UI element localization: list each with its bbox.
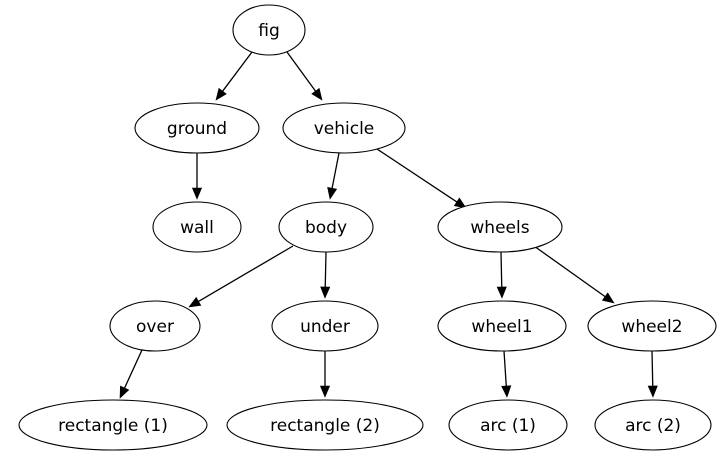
node-label: wall [180, 218, 214, 238]
node-label: wheel1 [471, 317, 532, 337]
node-ellipse[interactable] [134, 102, 260, 154]
node-label: over [136, 317, 174, 337]
node-ellipse[interactable] [437, 300, 567, 352]
edge-vehicle-to-wheels [373, 146, 467, 209]
node-label: arc (2) [625, 416, 681, 436]
node-label: wheel2 [621, 317, 682, 337]
graph-node-fig[interactable]: fig [232, 4, 306, 56]
node-ellipse[interactable] [226, 399, 424, 451]
edge-line [196, 245, 294, 304]
graph-node-wall[interactable]: wall [152, 201, 242, 253]
node-label: body [305, 218, 347, 238]
edge-line [500, 251, 503, 290]
edge-fig-to-vehicle [286, 51, 323, 101]
arrowhead-icon [453, 197, 467, 209]
edge-wheels-to-wheel2 [533, 245, 615, 304]
edges-layer [119, 51, 658, 399]
arrowhead-icon [188, 296, 202, 308]
arrowhead-icon [319, 385, 331, 398]
node-ellipse[interactable] [282, 102, 406, 154]
edge-line [220, 51, 253, 94]
node-ellipse[interactable] [587, 300, 717, 352]
nodes-layer: fig ground vehicle wall body wheels over under w… [18, 4, 717, 451]
node-label: fig [258, 21, 280, 41]
node-label: wheels [470, 218, 529, 238]
edge-fig-to-ground [215, 51, 253, 101]
arrowhead-icon [119, 385, 130, 399]
node-ellipse[interactable] [152, 201, 242, 253]
node-label: rectangle (2) [270, 416, 380, 436]
graph-node-body[interactable]: body [278, 201, 374, 253]
edge-body-to-under [320, 251, 331, 299]
edge-ground-to-wall [191, 153, 203, 200]
arrowhead-icon [311, 87, 323, 101]
arrowhead-icon [501, 385, 512, 398]
edge-line [324, 251, 327, 290]
edge-line [533, 245, 608, 299]
node-ellipse[interactable] [232, 4, 306, 56]
arrowhead-icon [191, 187, 203, 200]
node-ellipse[interactable] [594, 399, 712, 451]
edge-body-to-over [188, 245, 294, 308]
edge-wheels-to-wheel1 [496, 251, 507, 299]
arrowhead-icon [327, 186, 338, 200]
node-ellipse[interactable] [271, 300, 379, 352]
graph-node-rectangle1[interactable]: rectangle (1) [18, 399, 208, 451]
arrowhead-icon [496, 286, 507, 299]
node-ellipse[interactable] [437, 201, 563, 253]
graph-node-arc1[interactable]: arc (1) [448, 399, 568, 451]
graph-node-wheel2[interactable]: wheel2 [587, 300, 717, 352]
edge-line [286, 51, 318, 94]
node-ellipse[interactable] [18, 399, 208, 451]
node-ellipse[interactable] [109, 300, 201, 352]
graph-node-wheel1[interactable]: wheel1 [437, 300, 567, 352]
edge-line [373, 146, 459, 204]
graph-node-under[interactable]: under [271, 300, 379, 352]
arrowhead-icon [215, 87, 227, 101]
arrowhead-icon [601, 292, 615, 304]
node-label: under [300, 317, 350, 337]
arrowhead-icon [320, 286, 331, 299]
edge-wheel1-to-arc1 [501, 350, 512, 398]
edge-line [503, 350, 508, 389]
edge-under-to-rectangle2 [319, 351, 331, 398]
node-label: arc (1) [480, 416, 536, 436]
graph-node-arc2[interactable]: arc (2) [594, 399, 712, 451]
node-label: ground [167, 119, 227, 139]
edge-line [123, 349, 143, 391]
edge-line [331, 152, 340, 191]
node-label: rectangle (1) [58, 416, 168, 436]
node-ellipse[interactable] [278, 201, 374, 253]
node-label: vehicle [314, 119, 375, 139]
node-ellipse[interactable] [448, 399, 568, 451]
graph-node-rectangle2[interactable]: rectangle (2) [226, 399, 424, 451]
edge-wheel2-to-arc2 [647, 350, 658, 398]
edge-line [651, 350, 654, 389]
edge-over-to-rectangle1 [119, 349, 143, 399]
edge-vehicle-to-body [327, 152, 340, 200]
graph-node-ground[interactable]: ground [134, 102, 260, 154]
graph-node-vehicle[interactable]: vehicle [282, 102, 406, 154]
graph-node-wheels[interactable]: wheels [437, 201, 563, 253]
graph-node-over[interactable]: over [109, 300, 201, 352]
arrowhead-icon [647, 385, 658, 398]
